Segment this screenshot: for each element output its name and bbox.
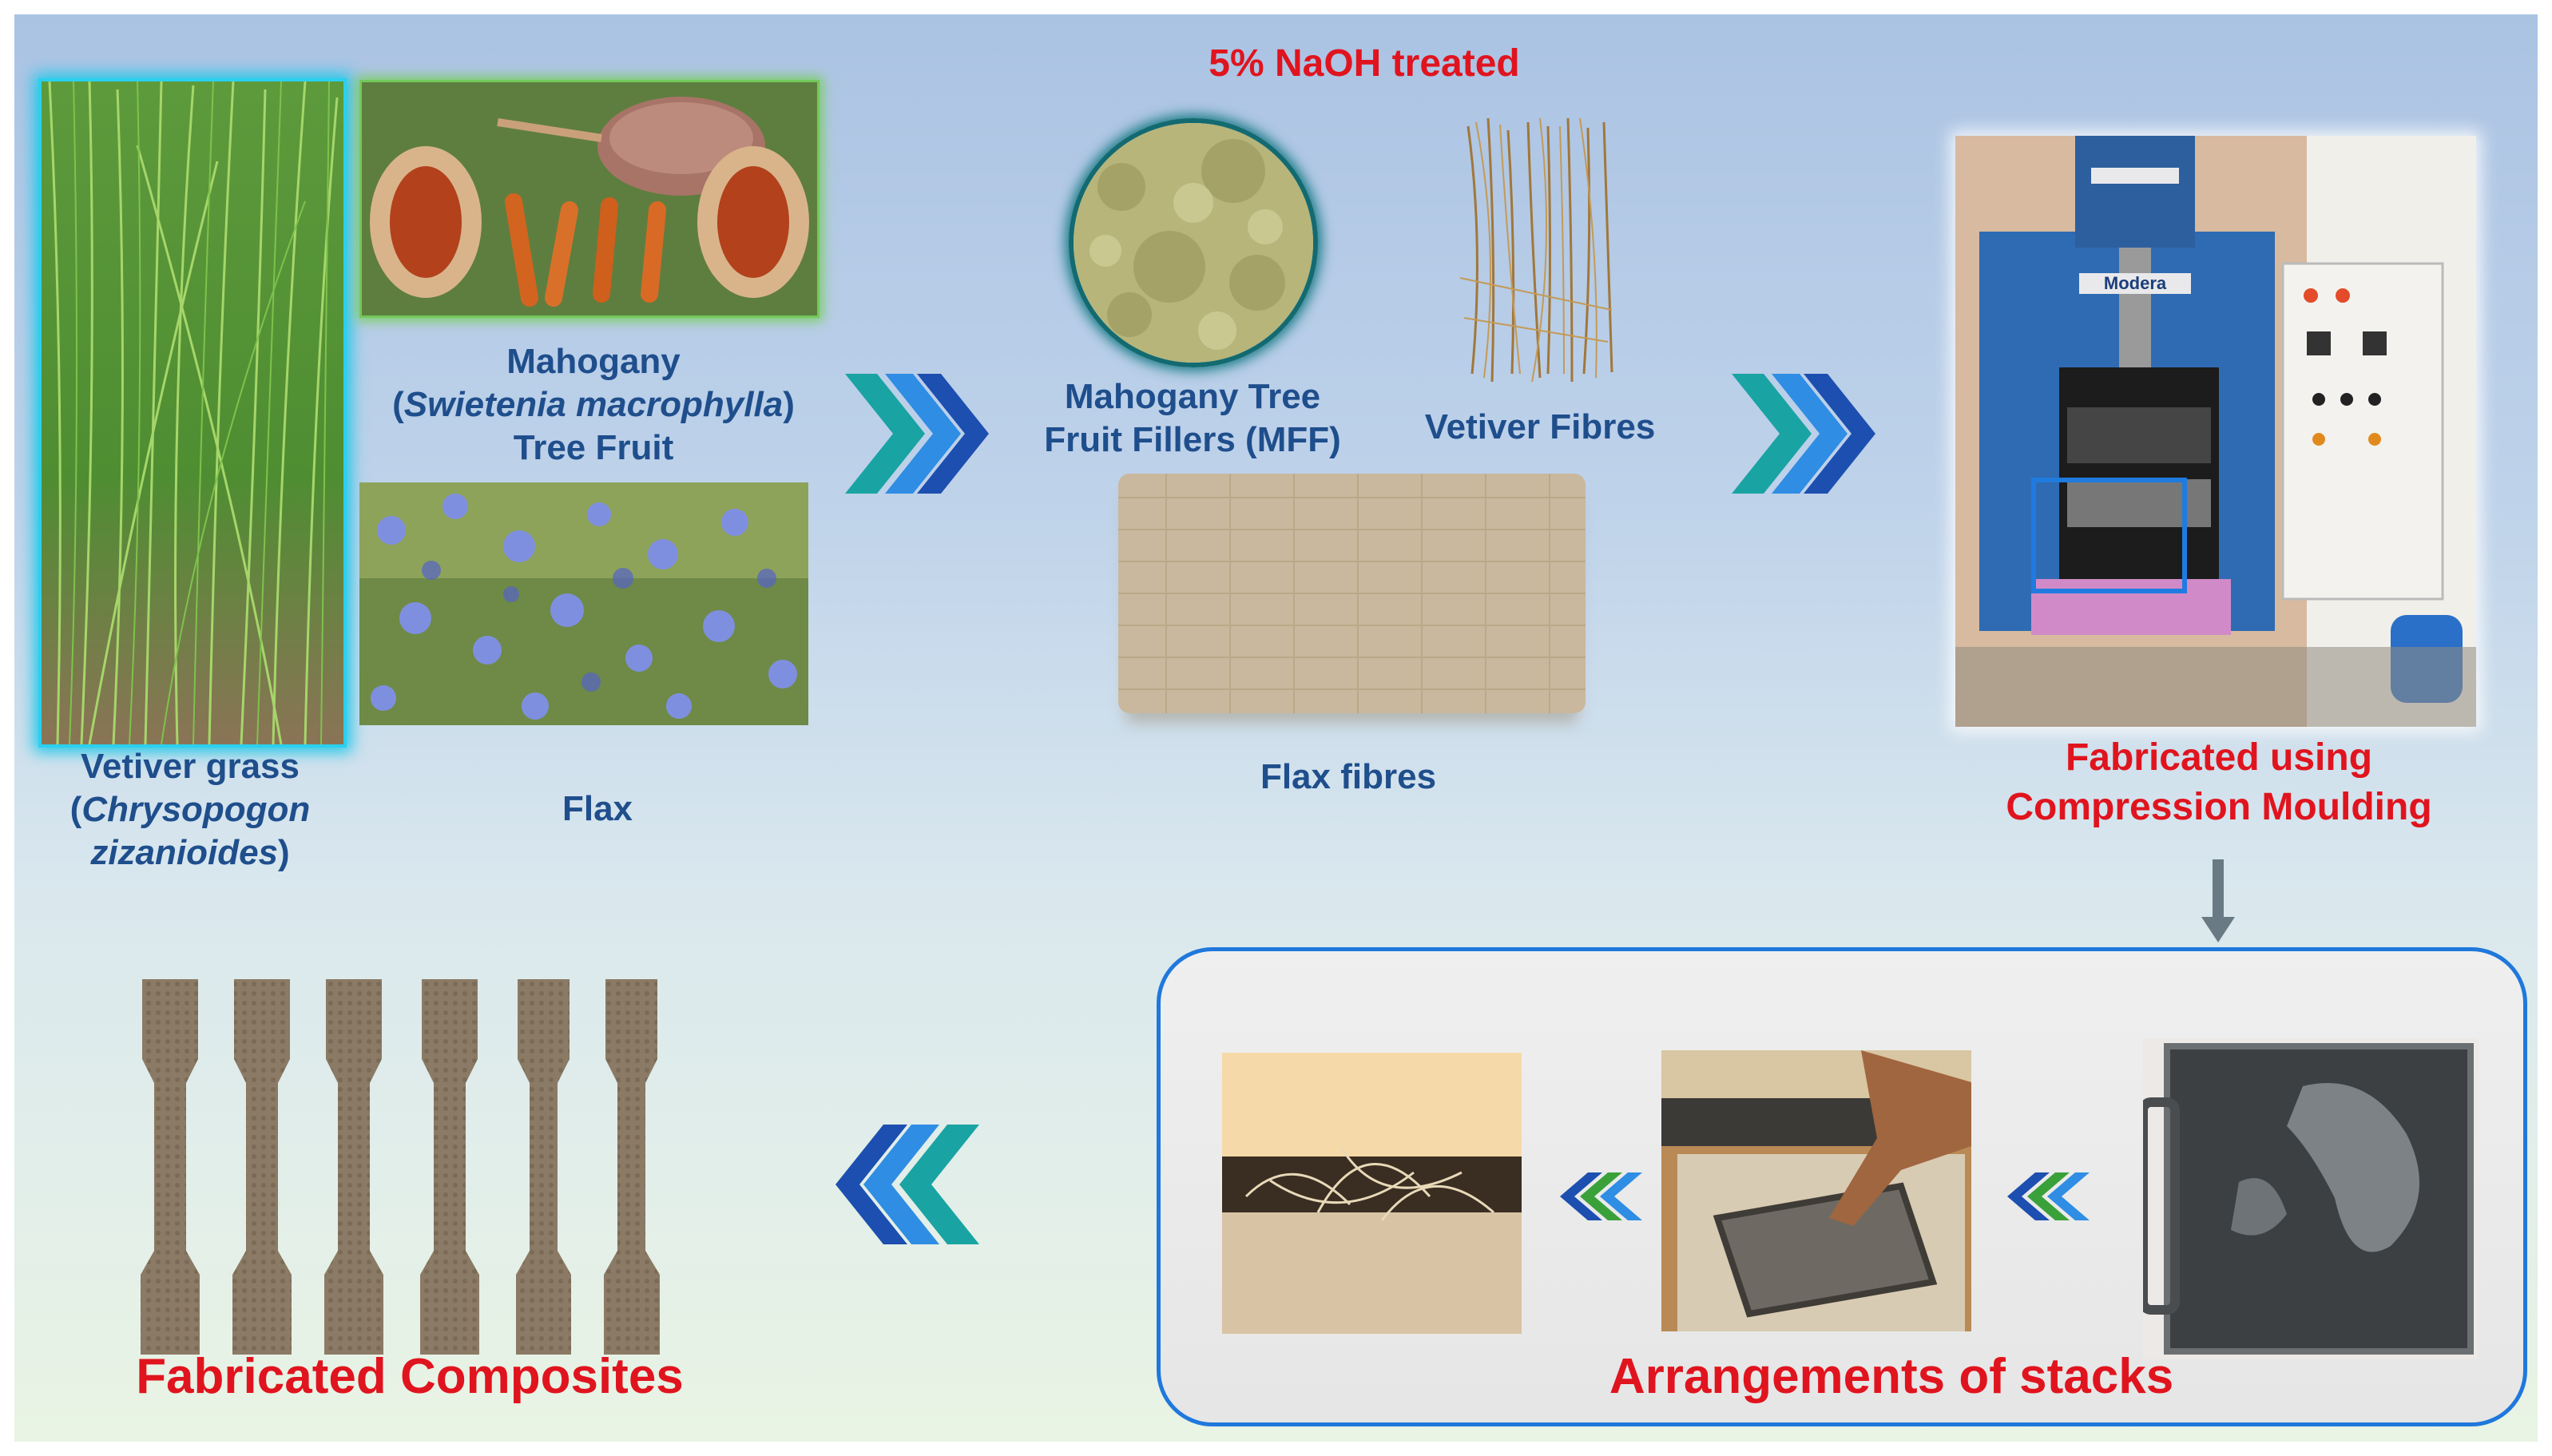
vetiver-species: zizanioides xyxy=(90,833,279,872)
mff-line1: Mahogany Tree xyxy=(1064,377,1321,416)
arrangements-label: Arrangements of stacks xyxy=(1609,1349,2174,1404)
vetiver-grass-line1: Vetiver grass xyxy=(81,747,300,786)
compression-moulding-label: Fabricated using Compression Moulding xyxy=(1875,733,2538,832)
steel-mould-photo xyxy=(2143,1038,2479,1359)
diagram-canvas: 5% NaOH treated Vetiver grass (Chryso xyxy=(14,14,2538,1442)
flax-fabric-photo xyxy=(1118,474,1586,713)
machine-brand-label: Modera xyxy=(2079,273,2191,294)
mff-line2: Fruit Fillers (MFF) xyxy=(1044,420,1341,459)
vetiver-grass-photo xyxy=(38,78,347,748)
chevron-left-small-1-icon xyxy=(1556,1168,1644,1224)
mould-highlight-box xyxy=(2031,478,2187,593)
chevron-right-2-icon xyxy=(1724,366,1883,502)
mahogany-species: Swietenia macrophylla xyxy=(403,385,784,424)
vetiver-fibres-photo xyxy=(1452,118,1620,382)
vetiver-close-paren: ) xyxy=(278,833,290,872)
vetiver-grass-line3: zizanioides) xyxy=(22,831,358,875)
vetiver-open-paren: ( xyxy=(69,790,82,829)
chevron-left-small-2-icon xyxy=(2003,1168,2091,1224)
mahogany-line1: Mahogany xyxy=(506,342,681,381)
chevron-left-large-icon xyxy=(828,1117,987,1252)
mff-label: Mahogany Tree Fruit Fillers (MFF) xyxy=(1013,375,1372,462)
mahogany-label: Mahogany (Swietenia macrophylla) Tree Fr… xyxy=(366,340,821,470)
vetiver-genus: Chrysopogon xyxy=(81,790,311,829)
mahogany-close-paren: ) xyxy=(783,385,795,424)
fabricated-composites-label: Fabricated Composites xyxy=(136,1349,684,1404)
chevron-right-1-icon xyxy=(837,366,997,502)
mahogany-line3: Tree Fruit xyxy=(513,428,674,467)
mahogany-open-paren: ( xyxy=(392,385,404,424)
fabricated-line2: Compression Moulding xyxy=(2006,786,2432,828)
compression-machine-photo: Modera xyxy=(1955,136,2476,727)
flax-flowers-photo xyxy=(359,482,808,725)
naoh-title: 5% NaOH treated xyxy=(1209,42,1520,85)
stacking-process-photo xyxy=(1661,1050,1971,1331)
fabricated-line1: Fabricated using xyxy=(2065,736,2373,779)
vetiver-grass-label: Vetiver grass (Chrysopogon zizanioides) xyxy=(22,745,358,875)
fibre-layer-photo xyxy=(1222,1053,1522,1334)
mff-powder-photo xyxy=(1069,118,1318,367)
down-arrow-icon xyxy=(2200,859,2236,947)
flax-label: Flax xyxy=(562,789,633,828)
mahogany-line2: (Swietenia macrophylla) xyxy=(366,383,821,426)
vetiver-grass-line2: (Chrysopogon xyxy=(22,788,358,831)
mahogany-fruit-photo xyxy=(359,80,820,318)
flax-fibres-label: Flax fibres xyxy=(1260,757,1437,796)
vetiver-fibres-label: Vetiver Fibres xyxy=(1424,407,1656,446)
composite-specimens-photo xyxy=(134,979,677,1355)
